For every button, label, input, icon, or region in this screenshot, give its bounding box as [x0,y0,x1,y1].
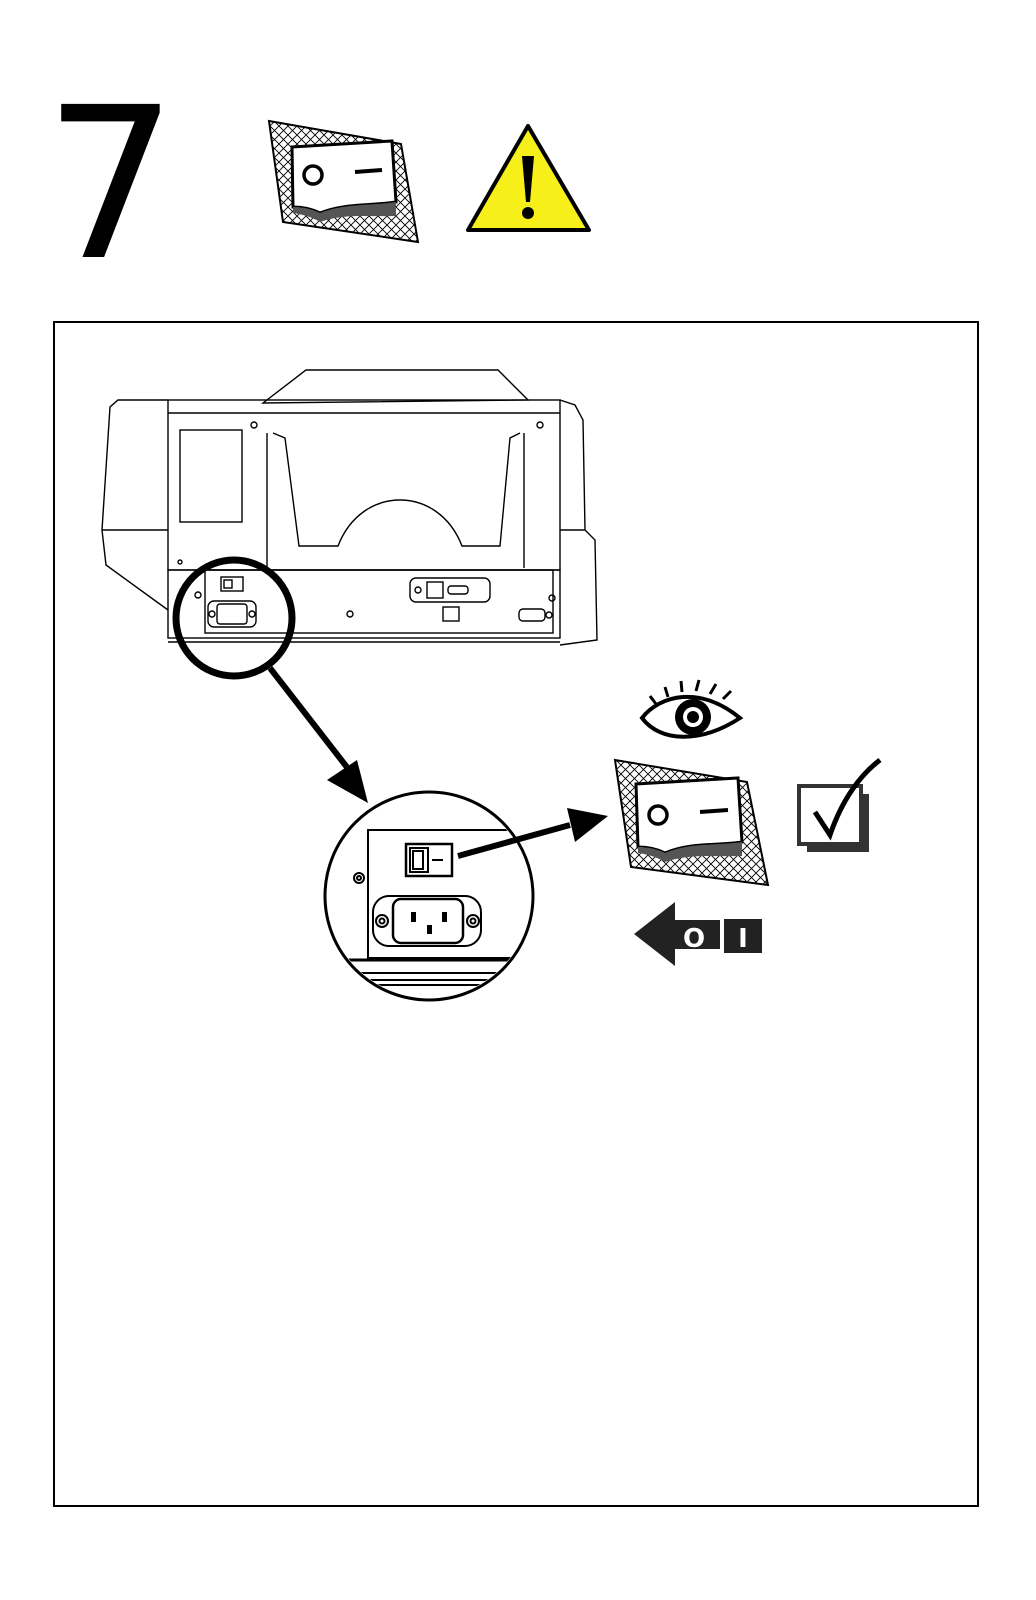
power-switch-off-icon [615,760,768,885]
checkbox-checked-icon [799,760,880,852]
switch-on-symbol: I [738,924,748,954]
switch-off-symbol: O [683,924,705,954]
power-switch-off-icon [269,121,418,242]
eye-icon [642,680,740,737]
zoom-arrow [270,668,368,803]
inset-magnified-power-panel [325,792,548,1000]
warning-triangle-icon [468,126,589,230]
